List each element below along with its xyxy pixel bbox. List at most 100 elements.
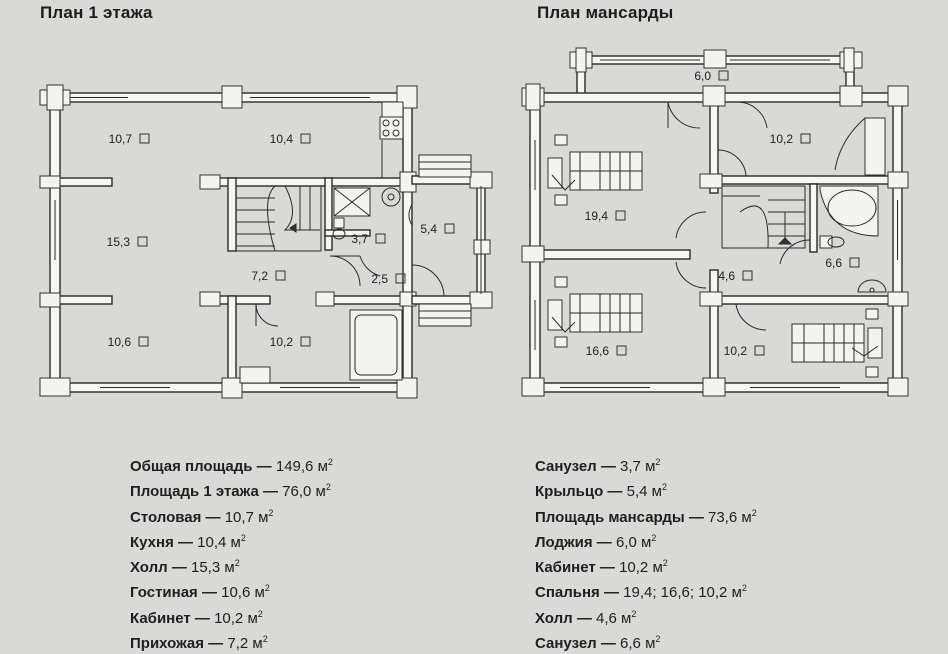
area-marker-icon [718,70,729,81]
attic-room-area: 6,6 [825,256,842,270]
legend-unit: м [317,458,328,475]
legend-unit-power: 2 [325,482,331,493]
legend-unit: м [247,609,258,627]
legend-row: Столовая — 10,7 м2 [130,503,333,528]
attic-plan: 6,0 10,2 19,4 4,6 6,6 16,6 10,2 [521,47,909,397]
legend-value: 10,2 [214,609,244,627]
legend-unit-power: 2 [651,532,657,543]
legend-value: 149,6 [275,458,314,475]
floor1-room-area: 3,7 [351,232,368,246]
legend-unit: м [315,483,326,501]
legend-row: Прихожая — 7,2 м2 [130,629,333,654]
legend-unit: м [230,533,241,551]
legend-label: Холл — [535,609,596,627]
legend-unit: м [652,559,663,577]
legend-label: Кухня — [130,533,198,551]
legend-unit: м [252,635,263,653]
area-marker-icon [275,270,286,281]
floor1-room-area: 10,6 [108,335,132,349]
legend-unit-power: 2 [262,634,268,645]
area-marker-icon [800,133,811,144]
legend-row: Общая площадь — 149,6 м2 [130,452,333,477]
legend-unit-power: 2 [268,507,274,518]
legend-label: Лоджия — [535,533,616,551]
area-marker-icon [444,223,455,234]
legend-unit: м [645,635,656,653]
legend-row: Санузел — 6,6 м2 [535,629,757,654]
floor1-room-area: 10,7 [109,132,133,146]
legend-unit: м [651,483,662,501]
legend-label: Площадь 1 этажа — [130,483,283,501]
legend-value: 6,6 [620,635,641,653]
legend-label: Прихожая — [130,635,228,653]
legend-value: 5,4 [626,483,648,501]
legend-row: Площадь 1 этажа — 76,0 м2 [130,477,333,502]
legend-unit-power: 2 [655,634,661,645]
area-marker-icon [849,257,860,268]
area-marker-icon [137,236,148,247]
attic-room-area: 4,6 [718,269,735,283]
legend-label: Спальня — [535,584,624,602]
legend-unit: м [224,559,235,577]
legend-unit-power: 2 [662,558,668,569]
legend-unit-power: 2 [655,457,661,467]
legend-row: Крыльцо — 5,4 м2 [535,477,757,502]
legend-label: Санузел — [535,458,621,475]
legend-value: 7,2 [227,635,249,653]
legend-row: Спальня — 19,4; 16,6; 10,2 м2 [535,578,757,603]
legend-row: Кухня — 10,4 м2 [130,528,333,553]
floor1-room-area: 10,2 [270,335,294,349]
legend-row: Лоджия — 6,0 м2 [535,528,757,553]
area-marker-icon [742,270,753,281]
attic-title: План мансарды [537,3,674,22]
legend-row: Площадь мансарды — 73,6 м2 [535,503,757,528]
legend-value: 3,7 [620,458,641,475]
legend-value: 73,6 [708,508,738,526]
attic-room-area: 10,2 [770,132,794,146]
legend-value: 10,7 [224,508,254,526]
legend-unit: м [254,584,265,602]
area-marker-icon [616,345,627,356]
floor1-room-area: 7,2 [251,269,268,283]
legend-unit-power: 2 [751,507,757,518]
area-marker-icon [300,133,311,144]
legend-value: 10,6 [221,584,251,602]
area-marker-icon [754,345,765,356]
legend-label: Площадь мансарды — [535,508,708,526]
attic-room-area: 10,2 [724,344,748,358]
legend-row: Гостиная — 10,6 м2 [130,578,333,603]
attic-room-area: 6,0 [694,69,711,83]
legend-label: Крыльцо — [535,483,627,501]
legend-unit-power: 2 [264,583,270,594]
legend-unit: м [621,609,632,627]
floor1-room-area: 15,3 [107,235,131,249]
attic-room-area: 16,6 [586,344,610,358]
legend-unit: м [741,508,752,526]
legend-row: Кабинет — 10,2 м2 [535,553,757,578]
legend-label: Общая площадь — [130,458,276,475]
legend-value: 10,4 [197,533,227,551]
legend-unit: м [641,533,652,551]
legend-value: 10,2 [619,559,649,577]
legend-unit-power: 2 [631,608,637,619]
legend-value: 19,4; 16,6; 10,2 [623,584,728,602]
legend-unit: м [731,584,742,602]
attic-room-area: 19,4 [585,209,609,223]
legend-label: Кабинет — [130,609,215,627]
legend-value: 76,0 [282,483,312,501]
legend-unit: м [258,508,269,526]
legend-label: Холл — [130,559,191,577]
legend-unit-power: 2 [240,532,246,543]
legend-unit-power: 2 [661,482,667,493]
area-marker-icon [139,133,150,144]
legend-row: Холл — 15,3 м2 [130,553,333,578]
floor1-room-area: 10,4 [270,132,294,146]
area-marker-icon [375,233,386,244]
legend-label: Санузел — [535,635,621,653]
area-marker-icon [615,210,626,221]
legend-value: 6,0 [615,533,637,551]
